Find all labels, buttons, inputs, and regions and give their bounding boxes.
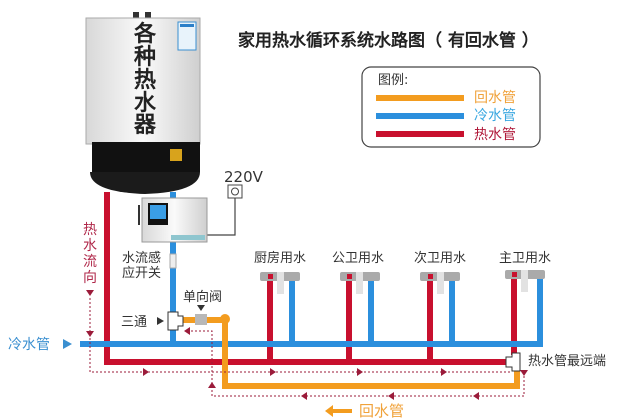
legend-cold-swatch	[376, 113, 464, 119]
faucet-master-bath	[505, 270, 545, 292]
return-water-pipe	[182, 317, 520, 389]
heater-char: 水	[134, 91, 157, 116]
flow-arrows	[86, 290, 528, 400]
heater-char: 种	[134, 45, 156, 70]
check-valve-label: 单向阀	[183, 289, 222, 305]
faucet-public-bath	[340, 272, 380, 294]
cold-inlet-arrow-icon	[63, 339, 72, 349]
cold-inlet-label: 冷水管	[8, 337, 50, 353]
heater-char: 各	[133, 21, 157, 47]
cold-water-pipe	[80, 278, 543, 347]
faucet-kitchen	[260, 272, 300, 294]
legend-hot-label: 热水管	[474, 127, 516, 143]
hot-water-pipe	[104, 192, 512, 365]
cold-branch-pipes	[289, 278, 455, 344]
fixture-label-master-bath: 主卫用水	[499, 251, 551, 266]
far-end-label: 热水管最远端	[528, 354, 606, 369]
return-arrow-icon	[325, 405, 352, 417]
legend-cold-label: 冷水管	[474, 108, 516, 124]
legend-return-swatch	[376, 95, 464, 101]
outlet-icon	[231, 187, 239, 196]
check-valve-pointer-icon	[197, 305, 205, 311]
legend: 图例: 回水管 冷水管 热水管	[361, 66, 541, 148]
power-cable	[207, 198, 236, 236]
legend-hot-swatch	[376, 131, 464, 137]
legend-return-label: 回水管	[474, 90, 516, 106]
hot-flow-label: 向	[83, 270, 97, 286]
flow-direction-lines	[89, 298, 525, 397]
energy-label-sticker	[177, 21, 197, 51]
heater-char: 热	[134, 67, 156, 93]
water-heater: 各 种 热 水 器	[85, 12, 201, 194]
hot-flow-label: 水	[83, 238, 97, 254]
faucet-second-bath	[420, 272, 460, 294]
flow-sensor	[169, 253, 177, 269]
fixture-label-second-bath: 次卫用水	[414, 250, 466, 266]
check-valve	[195, 314, 207, 325]
flow-switch-controller	[138, 197, 208, 269]
tee-pointer-icon	[157, 317, 164, 325]
power-outlet	[227, 184, 243, 199]
flow-switch-label: 应开关	[122, 265, 161, 281]
diagram-title: 家用热水循环系统水路图（ 有回水管 ）	[238, 30, 539, 51]
hot-flow-label: 流	[83, 254, 97, 270]
tee-label: 三通	[121, 315, 147, 330]
return-elbow	[220, 314, 230, 324]
tee-fitting	[167, 311, 184, 331]
legend-heading: 图例:	[378, 73, 408, 88]
hot-flow-label: 热	[83, 222, 97, 238]
fixture-label-kitchen: 厨房用水	[254, 250, 306, 266]
hot-branch-pipes	[267, 278, 517, 362]
power-label: 220V	[224, 168, 264, 186]
heater-control-panel	[92, 142, 200, 172]
flow-switch-label: 水流感	[122, 250, 161, 266]
return-pipe-label: 回水管	[359, 402, 404, 419]
heater-char: 器	[133, 113, 157, 138]
fixture-label-public-bath: 公卫用水	[332, 251, 384, 266]
far-end-tee-fitting	[505, 352, 521, 372]
